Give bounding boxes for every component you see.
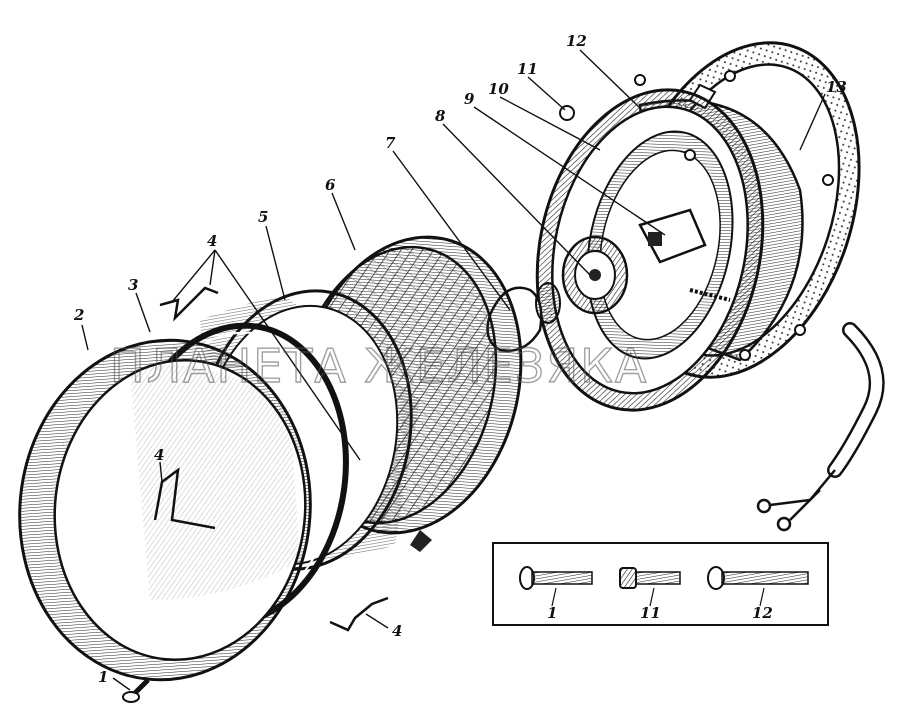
leader-lines <box>81 49 826 691</box>
label-7: 7 <box>385 134 396 152</box>
label-13: 13 <box>826 78 847 96</box>
inset-label-11: 11 <box>640 604 661 622</box>
label-1: 1 <box>98 668 108 686</box>
callout-labels: 1 2 3 4 4 4 5 6 7 8 9 10 11 12 13 <box>73 32 847 686</box>
part-12-housing-rim <box>535 88 765 412</box>
inset-screw-11 <box>619 567 681 589</box>
label-2: 2 <box>73 306 84 324</box>
power-cable <box>756 322 885 532</box>
label-4-bottom: 4 <box>392 622 402 640</box>
part-2-bezel <box>18 338 312 682</box>
inset-label-12: 12 <box>752 604 773 622</box>
label-9: 9 <box>464 90 475 108</box>
watermark: ПЛАНЕТА ЖЕЛЕЗЯКА <box>110 339 648 393</box>
part-9-lamp-socket <box>638 208 731 302</box>
label-8: 8 <box>435 107 446 125</box>
label-4-middle: 4 <box>154 446 164 464</box>
label-10: 10 <box>488 80 509 98</box>
label-11: 11 <box>517 60 538 78</box>
label-6: 6 <box>325 176 336 194</box>
inset-label-1: 1 <box>547 604 557 622</box>
screw-inset-box: 1 11 12 <box>492 542 829 626</box>
label-4-top: 4 <box>207 232 217 250</box>
inset-screw-12 <box>707 566 809 590</box>
inset-screw-1 <box>519 566 593 590</box>
label-3: 3 <box>128 276 138 294</box>
part-8-lamp-holder <box>561 235 629 315</box>
part-1-screw <box>122 678 150 703</box>
label-12: 12 <box>566 32 587 50</box>
label-5: 5 <box>258 208 268 226</box>
